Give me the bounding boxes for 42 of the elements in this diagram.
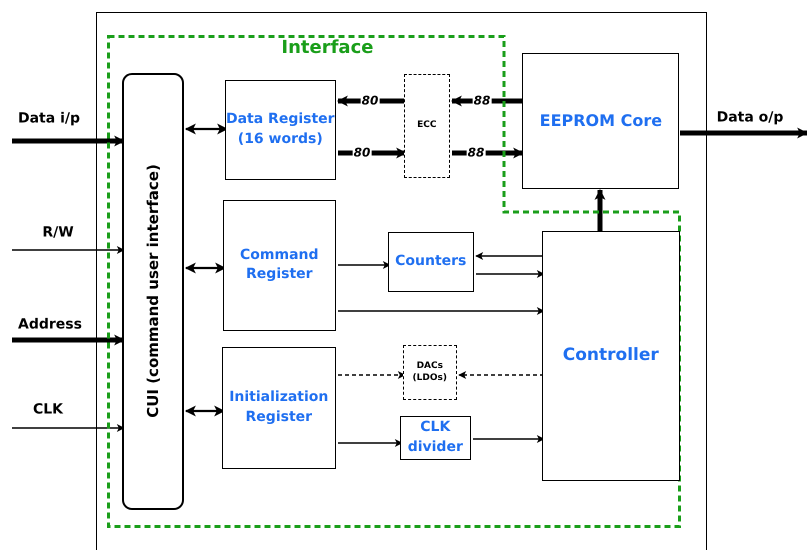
- arrow: [594, 188, 606, 233]
- box-label: ECC: [417, 119, 436, 132]
- box-label: Initialization Register: [228, 388, 330, 427]
- ecc-box: [404, 74, 450, 178]
- register-box: [224, 80, 336, 180]
- box-label: Controller: [562, 344, 659, 367]
- vertical-label: CUI (command user interface): [144, 164, 162, 418]
- dashed-arrow: [338, 371, 406, 379]
- arrow: [12, 424, 125, 432]
- dac-box: [402, 344, 457, 400]
- arrow: [476, 270, 545, 278]
- arrow: [680, 128, 807, 138]
- bus-width-label: 88: [466, 146, 486, 160]
- box-label: Data Register (16 words): [226, 110, 335, 149]
- memory-core-box: [522, 53, 680, 190]
- counter-box: [388, 232, 474, 292]
- arrow: [473, 435, 545, 443]
- signal-label: R/W: [42, 225, 74, 241]
- bus-width-label: 88: [472, 94, 492, 108]
- signal-label: Data o/p: [716, 110, 784, 126]
- arrow: [12, 246, 125, 254]
- interface-block: [122, 72, 184, 510]
- controller-box: [542, 230, 680, 481]
- arrow: [336, 96, 406, 106]
- arrow: [475, 252, 544, 260]
- arrow: [338, 439, 403, 447]
- arrow: [452, 148, 524, 158]
- box-label: DACs (LDOs): [412, 360, 448, 385]
- arrow: [450, 96, 523, 106]
- arrow: [338, 261, 391, 269]
- bus-width-label: 80: [352, 146, 372, 160]
- signal-label: Data i/p: [18, 111, 80, 127]
- register-box: [222, 346, 336, 469]
- dashed-arrow: [458, 371, 544, 379]
- box-label: CLK divider: [406, 418, 464, 457]
- box-label: EEPROM Core: [540, 110, 662, 132]
- arrow: [338, 307, 545, 315]
- box-label: Command Register: [239, 246, 320, 284]
- region-title: Interface: [281, 37, 374, 58]
- box-label: Counters: [395, 252, 466, 271]
- register-box: [222, 200, 336, 331]
- bus-width-label: 80: [360, 94, 380, 108]
